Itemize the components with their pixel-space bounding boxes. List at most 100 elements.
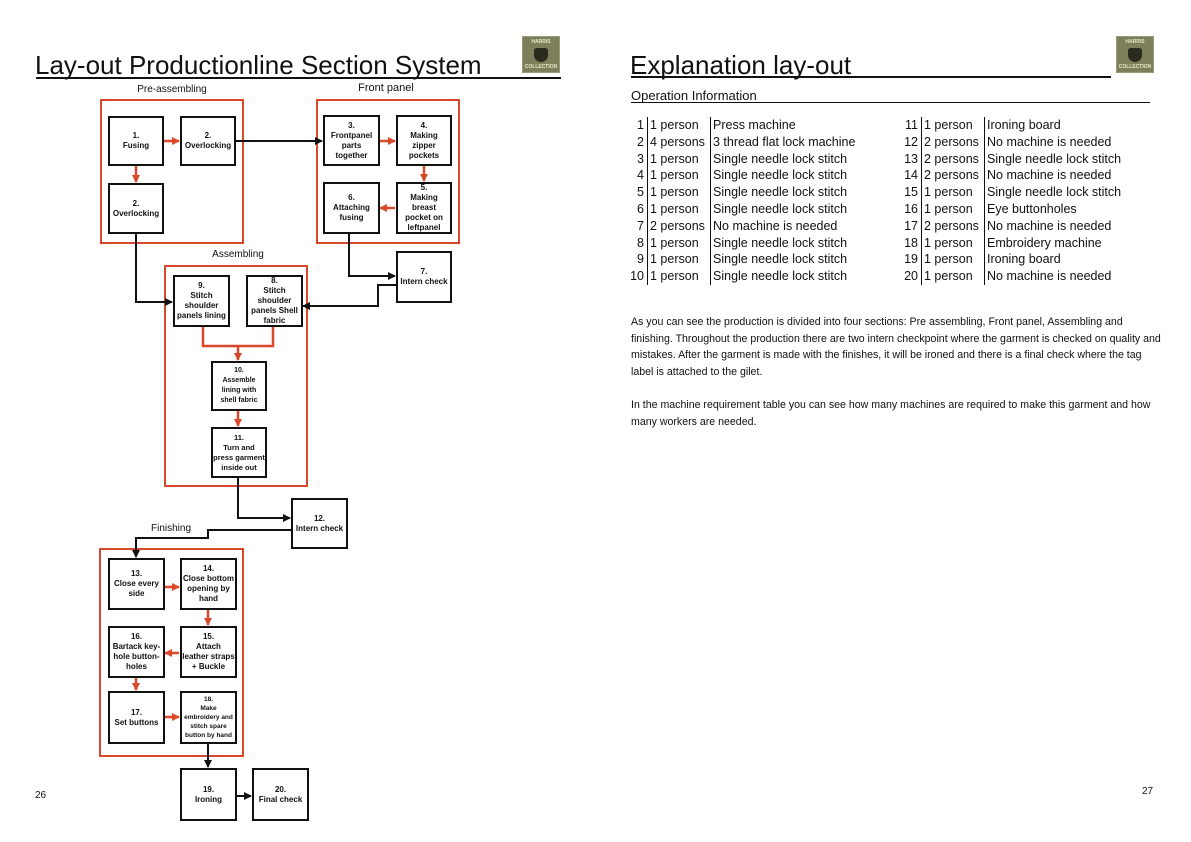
operation-persons: 2 persons (921, 217, 985, 235)
operation-persons: 1 person (921, 234, 985, 252)
arrow-2b-to-9 (135, 234, 173, 306)
title-underline (36, 77, 561, 79)
operation-machine: Embroidery machine (987, 235, 1102, 250)
operation-machine: Single needle lock stitch (987, 151, 1122, 166)
arrow-11-to-12 (237, 478, 291, 522)
operation-persons: 1 person (647, 184, 711, 201)
step-box-16: 16.Bartack key-hole button-holes (108, 626, 165, 678)
step-box-9: 9.Stitch shoulder panels lining (173, 275, 230, 327)
operation-num: 14 (902, 167, 922, 185)
operation-num: 3 (628, 150, 648, 168)
step-box-7: 7.Intern check (396, 251, 452, 303)
section-label-finishing: Finishing (150, 523, 192, 534)
operation-machine: Single needle lock stitch (713, 151, 848, 166)
operation-persons: 1 person (921, 200, 985, 218)
operation-machine: Press machine (713, 118, 796, 132)
operation-persons: 1 person (921, 117, 985, 134)
operation-num: 2 (628, 133, 648, 151)
frame-assembling (164, 265, 308, 487)
step-box-1: 1.Fusing (108, 116, 164, 166)
operation-persons: 1 person (647, 150, 711, 168)
operation-persons: 1 person (921, 268, 985, 285)
section-label-pre-assembling: Pre-assembling (137, 84, 207, 95)
operation-machine: Single needle lock stitch (713, 201, 848, 216)
arrow-7-to-8 (302, 284, 396, 310)
page-number-left: 26 (35, 790, 47, 801)
operation-info-heading: Operation Information (631, 88, 757, 103)
operation-machine: Ironing board (987, 252, 1061, 267)
paragraph: As you can see the production is divided… (631, 316, 1161, 378)
operation-num: 16 (902, 200, 922, 218)
arrow-12-to-13 (132, 529, 291, 558)
paragraph: In the machine requirement table you can… (631, 398, 1151, 428)
operation-persons: 1 person (647, 251, 711, 269)
step-box-6: 6.Attaching fusing (323, 182, 380, 234)
operation-num: 18 (902, 234, 922, 252)
operation-persons: 1 person (647, 167, 711, 185)
step-box-11: 11.Turn and press garment inside out (211, 427, 267, 478)
left-page-title: Lay-out Productionline Section System (35, 50, 482, 80)
operation-num: 12 (902, 133, 922, 151)
title-underline-right (631, 76, 1111, 78)
operation-num: 15 (902, 184, 922, 201)
step-box-4: 4.Making zipper pockets (396, 115, 452, 166)
explanation-text: As you can see the production is divided… (631, 314, 1161, 447)
operation-num: 19 (902, 251, 922, 269)
connector-9-8 (201, 327, 275, 348)
operation-num: 6 (628, 200, 648, 218)
operation-persons: 1 person (921, 184, 985, 201)
operation-persons: 1 person (647, 268, 711, 285)
operation-persons: 1 person (647, 234, 711, 252)
operation-persons: 2 persons (647, 217, 711, 235)
beard-icon (1128, 47, 1142, 62)
step-box-2: 2.Overlocking (180, 116, 236, 166)
operation-machine: No machine is needed (713, 218, 838, 233)
step-box-14: 14.Close bottom opening by hand (180, 558, 237, 610)
operation-persons: 4 persons (647, 133, 711, 151)
right-page-title: Explanation lay-out (630, 50, 852, 80)
operation-num: 7 (628, 217, 648, 235)
section-label-front-panel: Front panel (358, 82, 414, 94)
operation-persons: 2 persons (921, 150, 985, 168)
subheading-underline (631, 102, 1150, 103)
operation-num: 4 (628, 167, 648, 185)
step-box-3: 3.Frontpanel parts together (323, 115, 380, 166)
operation-num: 9 (628, 251, 648, 269)
operation-num: 8 (628, 234, 648, 252)
step-box-2b: 2.Overlocking (108, 183, 164, 234)
step-box-20: 20.Final check (252, 768, 309, 821)
frame-front-panel (316, 99, 460, 244)
operation-machine: Ironing board (987, 118, 1061, 132)
operation-persons: 2 persons (921, 133, 985, 151)
beard-icon (534, 47, 548, 62)
step-box-5: 5.Making breast pocket on leftpanel (396, 182, 452, 234)
frame-finishing (99, 548, 244, 757)
step-box-12: 12.Intern check (291, 498, 348, 549)
step-box-13: 13.Close every side (108, 558, 165, 610)
operation-machine: Single needle lock stitch (713, 185, 848, 200)
operation-machine: Single needle lock stitch (713, 168, 848, 183)
